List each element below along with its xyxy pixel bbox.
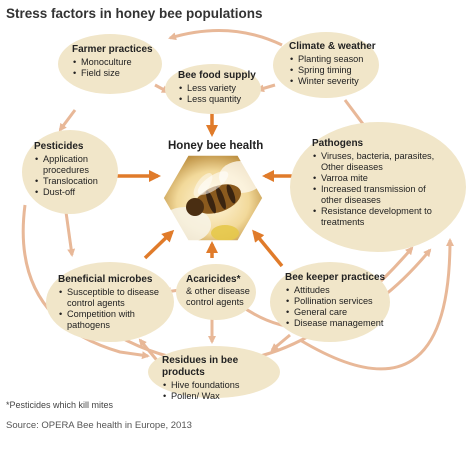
- acaricides-heading: Acaricides*: [186, 274, 241, 285]
- list-item: Disease management: [286, 318, 390, 329]
- pathogens-heading: Pathogens: [312, 138, 364, 149]
- node-pesticides: Pesticides Application procedures Transl…: [22, 130, 118, 214]
- node-farmer-practices: Farmer practices Monoculture Field size: [58, 34, 162, 94]
- arrow-keeper-to-health: [252, 229, 284, 268]
- footnote: *Pesticides which kill mites: [6, 400, 114, 410]
- list-item: Varroa mite: [313, 173, 446, 184]
- residues-heading: Residues in bee products: [162, 355, 239, 378]
- bee-keeper-practices-heading: Bee keeper practices: [285, 272, 386, 283]
- source-note: Source: OPERA Bee health in Europe, 2013: [6, 420, 192, 431]
- list-item: Pollination services: [286, 296, 390, 307]
- list-item: Translocation: [35, 176, 115, 187]
- acaricides-subtext: & other disease control agents: [186, 286, 250, 307]
- node-bee-keeper-practices: Bee keeper practices Attitudes Pollinati…: [270, 262, 390, 342]
- arrow-farmer-to-pesticides: [58, 109, 77, 132]
- node-pathogens: Pathogens Viruses, bacteria, parasites, …: [290, 122, 466, 252]
- arrow-microbes-to-health: [143, 229, 175, 260]
- list-item: Planting season: [290, 54, 379, 65]
- bee-icon: [186, 171, 241, 216]
- list-item: Increased transmission of other diseases: [313, 184, 446, 206]
- arrow-keeper-to-pathogens: [299, 238, 454, 371]
- list-item: Spring timing: [290, 65, 379, 76]
- node-bee-food-supply: Bee food supply Less variety Less quanti…: [165, 64, 261, 114]
- arrow-pesticides-to-residues: [21, 204, 150, 360]
- list-item: Pollen/ Wax: [163, 391, 280, 402]
- list-item: Resistance development to treatments: [313, 206, 446, 228]
- list-item: General care: [286, 307, 390, 318]
- list-item: Attitudes: [286, 285, 390, 296]
- list-item: Less variety: [179, 83, 261, 94]
- list-item: Susceptible to disease control agents: [59, 287, 167, 309]
- node-acaricides: Acaricides* & other disease control agen…: [176, 264, 256, 320]
- pesticides-heading: Pesticides: [34, 141, 84, 152]
- list-item: Viruses, bacteria, parasites, Other dise…: [313, 151, 446, 173]
- arrow-climate-to-farmer: [168, 29, 283, 47]
- node-beneficial-microbes: Beneficial microbes Susceptible to disea…: [46, 262, 174, 342]
- list-item: Monoculture: [73, 57, 162, 68]
- list-item: Winter severity: [290, 76, 379, 87]
- list-item: Field size: [73, 68, 162, 79]
- beneficial-microbes-heading: Beneficial microbes: [58, 274, 153, 285]
- list-item: Hive foundations: [163, 380, 280, 391]
- bee-food-supply-heading: Bee food supply: [178, 70, 256, 81]
- node-climate-weather: Climate & weather Planting season Spring…: [273, 32, 379, 98]
- arrow-keeper-to-residues: [270, 333, 291, 352]
- list-item: Dust-off: [35, 187, 115, 198]
- center-title: Honey bee health: [168, 140, 264, 152]
- honey-bee-image: [162, 154, 264, 242]
- list-item: Application procedures: [35, 154, 115, 176]
- climate-weather-heading: Climate & weather: [289, 41, 376, 52]
- list-item: Less quantity: [179, 94, 261, 105]
- diagram-title: Stress factors in honey bee populations: [6, 6, 263, 21]
- farmer-practices-heading: Farmer practices: [72, 44, 153, 55]
- node-residues-in-bee-products: Residues in bee products Hive foundation…: [148, 346, 280, 402]
- list-item: Competition with pathogens: [59, 309, 167, 331]
